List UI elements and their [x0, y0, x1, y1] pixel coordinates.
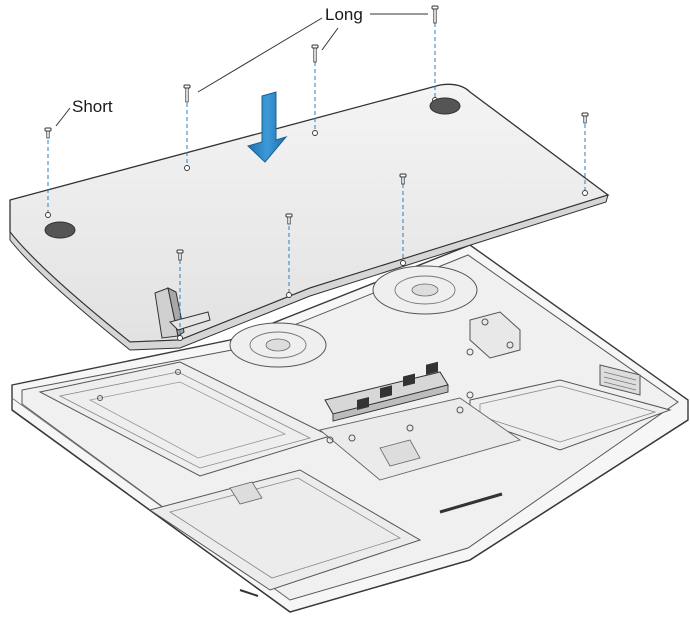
- memory-module: [324, 361, 449, 422]
- left-fan: [229, 322, 327, 368]
- rubber-foot-icon: [44, 97, 461, 239]
- down-arrow-icon: [247, 91, 288, 163]
- long-screws-label: Long: [325, 5, 363, 24]
- callout-leaders: [55, 13, 428, 127]
- screw-guides: [47, 23, 586, 335]
- heat-sink-bracket: [466, 311, 521, 359]
- right-fan: [372, 265, 478, 315]
- bottom-case-panel: [9, 83, 610, 351]
- short-screws-label: Short: [72, 97, 113, 116]
- hard-drive-bay: [148, 469, 422, 591]
- logic-board-area: [319, 391, 522, 481]
